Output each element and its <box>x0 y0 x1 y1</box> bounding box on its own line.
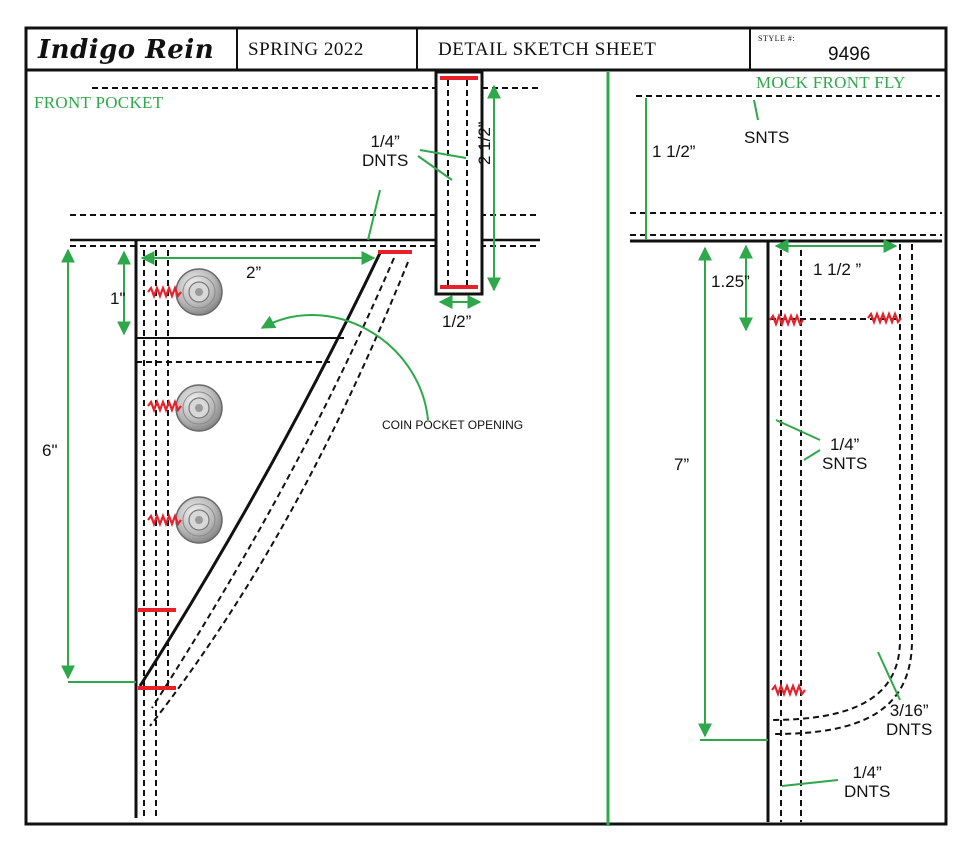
inner-snts-note: 1/4” SNTS <box>822 435 868 473</box>
waistband-snts-label: SNTS <box>744 128 790 147</box>
bottom-dnts-note: 1/4” DNTS <box>844 763 891 801</box>
coin-pocket-opening-label: COIN POCKET OPENING <box>382 418 524 432</box>
curve-dnts-note: 3/16” DNTS <box>886 701 933 739</box>
bartack-icon <box>866 312 903 324</box>
fly-top-dim: 1.25” <box>711 272 750 291</box>
sheet-border <box>24 26 948 826</box>
curve-dnts-line2: DNTS <box>886 719 933 739</box>
mock-front-fly-title: MOCK FRONT FLY <box>756 73 906 92</box>
rivet-icon <box>175 496 223 544</box>
coin-top-dim: 1" <box>110 289 126 308</box>
pocket-depth-dim: 6" <box>42 441 58 460</box>
fly-length-dim: 7” <box>674 455 690 474</box>
inner-snts-line2: SNTS <box>822 453 868 473</box>
curve-dnts-line1: 3/16” <box>889 701 929 720</box>
dnts-note: 1/4” DNTS <box>362 132 409 170</box>
bottom-dnts-line1: 1/4” <box>852 763 882 782</box>
rivet-icon <box>175 384 223 432</box>
front-pocket-drawing <box>70 70 540 818</box>
fly-width-dim: 1 1/2 ” <box>813 260 862 279</box>
pocket-width-dim: 2” <box>246 263 262 282</box>
mock-front-fly-drawing <box>630 95 942 822</box>
waistband-height-dim: 1 1/2” <box>652 142 696 161</box>
dnts-note-line2: DNTS <box>362 150 409 170</box>
bottom-dnts-line2: DNTS <box>844 781 891 801</box>
style-number-label: STYLE #: <box>758 34 796 43</box>
dnts-note-line1: 1/4” <box>370 132 400 151</box>
belt-loop-height-dim: 2 1/2” <box>475 121 494 165</box>
bartack-icon <box>768 314 805 326</box>
style-number: 9496 <box>828 44 871 65</box>
front-pocket-title: FRONT POCKET <box>34 93 164 112</box>
sheet-title: DETAIL SKETCH SHEET <box>438 39 657 60</box>
mock-front-fly-dimensions <box>645 98 901 787</box>
inner-snts-line1: 1/4” <box>830 435 860 454</box>
belt-loop-width-dim: 1/2” <box>442 312 472 331</box>
season-label: SPRING 2022 <box>248 39 364 60</box>
brand-logo: Indigo Rein <box>38 35 215 65</box>
front-pocket-dimensions <box>61 84 501 683</box>
rivet-icon <box>175 268 223 316</box>
